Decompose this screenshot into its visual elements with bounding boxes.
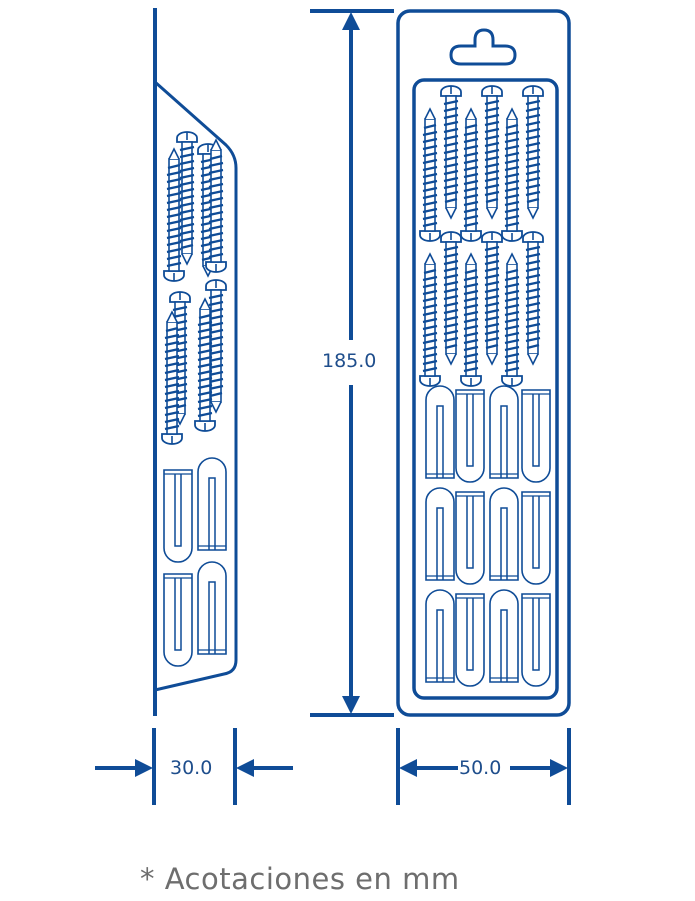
side-anchors bbox=[163, 457, 227, 667]
front-width-dimension bbox=[396, 728, 571, 805]
front-width-label: 50.0 bbox=[459, 757, 502, 779]
height-dimension bbox=[310, 9, 394, 717]
side-view bbox=[153, 8, 238, 716]
side-screws bbox=[162, 130, 228, 444]
side-width-label: 30.0 bbox=[170, 757, 213, 779]
side-width-dimension bbox=[95, 728, 293, 805]
front-view bbox=[396, 9, 571, 717]
units-footnote: * Acotaciones en mm bbox=[140, 862, 460, 896]
hang-hole-icon bbox=[449, 28, 517, 66]
height-label: 185.0 bbox=[322, 350, 377, 372]
